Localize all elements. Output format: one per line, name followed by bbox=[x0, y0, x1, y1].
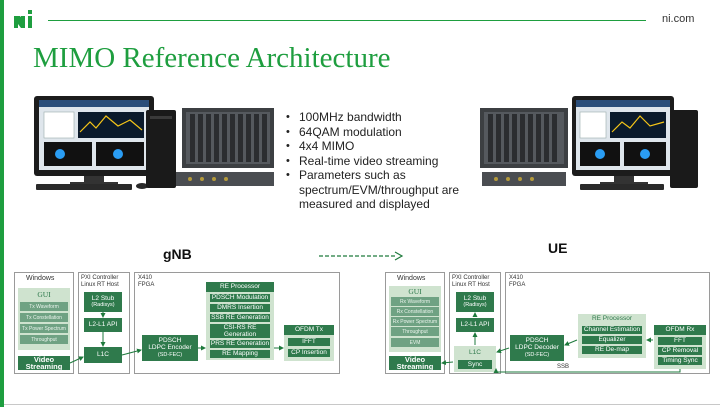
ue-gui-item[interactable]: Rx Power Spectrum bbox=[391, 317, 439, 326]
ue-re-item[interactable]: Equalizer bbox=[582, 336, 642, 344]
gnb-ofdm-title: OFDM Tx bbox=[284, 325, 334, 335]
gnb-hardware-photo bbox=[34, 96, 274, 190]
gnb-ofdm-item[interactable]: IFFT bbox=[288, 338, 330, 346]
gnb-ldpc-encoder[interactable]: PDSCH LDPC Encoder (SD-FEC) bbox=[142, 335, 198, 361]
feature-item: 4x4 MIMO bbox=[285, 139, 465, 154]
ue-gui-item[interactable]: EVM bbox=[391, 338, 439, 347]
ue-hardware-photo bbox=[480, 96, 698, 190]
gnb-gui-title: GUI bbox=[37, 290, 51, 300]
ue-gui-title: GUI bbox=[408, 286, 422, 296]
ue-windows-title: Windows bbox=[397, 275, 426, 282]
ue-l1c[interactable]: L1C bbox=[469, 349, 481, 357]
ue-ssb-label: SSB bbox=[557, 364, 570, 370]
gnb-gui-item[interactable]: Tx Power Spectrum bbox=[20, 324, 68, 333]
footer-line bbox=[4, 404, 720, 405]
gnb-pxi-subtitle: Linux RT Host bbox=[81, 282, 119, 288]
gnb-l2-label: L2 Stub bbox=[91, 294, 115, 302]
ue-pxi-subtitle: Linux RT Host bbox=[452, 282, 490, 288]
ue-ofdm-item[interactable]: Timing Sync bbox=[658, 357, 702, 365]
ue-ldpc-decoder[interactable]: PDSCH LDPC Decoder (SD-FEC) bbox=[510, 335, 564, 361]
ue-re-title: RE Processor bbox=[591, 315, 633, 323]
gnb-l1c[interactable]: L1C bbox=[84, 347, 122, 363]
ue-label: UE bbox=[548, 240, 568, 256]
gnb-re-item[interactable]: PDSCH Modulation bbox=[210, 294, 270, 302]
gnb-encoder-line2: LDPC Encoder bbox=[148, 344, 192, 352]
gnb-re-item[interactable]: RE Mapping bbox=[210, 350, 270, 358]
ue-decoder-line3: (SD-FEC) bbox=[524, 351, 550, 358]
gnb-gui-item[interactable]: Throughput bbox=[20, 335, 68, 344]
gnb-video-streaming[interactable]: Video Streaming bbox=[18, 355, 70, 370]
ue-l2-l1-api[interactable]: L2-L1 API bbox=[456, 318, 494, 332]
ue-l2-sub: (Radisys) bbox=[463, 302, 487, 308]
feature-item: Real-time video streaming bbox=[285, 154, 465, 169]
ue-re-item[interactable]: RE De-map bbox=[582, 346, 642, 354]
ue-ofdm-title: OFDM Rx bbox=[654, 325, 706, 335]
gnb-pxi-title: PXI Controller bbox=[81, 275, 119, 281]
gnb-gui-item[interactable]: Tx Waveform bbox=[20, 302, 68, 311]
gnb-re-item[interactable]: SSB RE Generation bbox=[210, 314, 270, 322]
gnb-ofdm-item[interactable]: CP Insertion bbox=[288, 349, 330, 357]
gnb-l2-stub[interactable]: L2 Stub (Radisys) bbox=[84, 292, 122, 312]
header-rule bbox=[48, 20, 646, 21]
ni-logo-icon bbox=[14, 10, 32, 28]
ue-decoder-line1: PDSCH bbox=[525, 336, 549, 344]
gnb-fpga-title: X410 bbox=[138, 275, 153, 281]
site-url: ni.com bbox=[662, 13, 695, 25]
feature-list: 100MHz bandwidth 64QAM modulation 4x4 MI… bbox=[285, 110, 465, 212]
gnb-windows-title: Windows bbox=[26, 275, 55, 282]
gnb-label: gNB bbox=[163, 246, 192, 262]
ue-fpga-subtitle: FPGA bbox=[509, 282, 526, 288]
accent-bar bbox=[0, 0, 4, 407]
feature-item: Parameters such as spectrum/EVM/throughp… bbox=[285, 168, 465, 212]
gnb-re-title: RE Processor bbox=[206, 282, 274, 292]
ue-decoder-line2: LDPC Decoder bbox=[515, 344, 559, 352]
ue-ofdm-item[interactable]: CP Removal bbox=[658, 347, 702, 355]
gnb-encoder-line3: (SD-FEC) bbox=[157, 351, 183, 358]
gnb-l2-l1-api[interactable]: L2-L1 API bbox=[84, 318, 122, 332]
ue-ofdm-item[interactable]: FFT bbox=[658, 337, 702, 345]
ue-gui-item[interactable]: Rx Constellation bbox=[391, 307, 439, 316]
gnb-l2-sub: (Radisys) bbox=[91, 302, 115, 308]
feature-item: 100MHz bandwidth bbox=[285, 110, 465, 125]
ue-gui-item[interactable]: Rx Waveform bbox=[391, 297, 439, 306]
ue-l2-label: L2 Stub bbox=[463, 294, 487, 302]
feature-item: 64QAM modulation bbox=[285, 125, 465, 140]
ue-fpga-title: X410 bbox=[509, 275, 524, 281]
gnb-encoder-line1: PDSCH bbox=[158, 336, 182, 344]
ue-l2-stub[interactable]: L2 Stub (Radisys) bbox=[456, 292, 494, 312]
ue-re-item[interactable]: Channel Estimation bbox=[582, 326, 642, 334]
gnb-re-item[interactable]: DMRS Insertion bbox=[210, 304, 270, 312]
gnb-fpga-subtitle: FPGA bbox=[138, 282, 155, 288]
ue-gui-item[interactable]: Throughput bbox=[391, 327, 439, 336]
ue-sync[interactable]: Sync bbox=[458, 360, 492, 369]
dashed-arrow-icon bbox=[319, 251, 404, 261]
ue-pxi-title: PXI Controller bbox=[452, 275, 490, 281]
ue-video-streaming[interactable]: Video Streaming bbox=[389, 355, 441, 370]
page-title: MIMO Reference Architecture bbox=[33, 42, 391, 74]
gnb-re-item[interactable]: CSI-RS RE Generation bbox=[210, 324, 270, 338]
gnb-gui-item[interactable]: Tx Constellation bbox=[20, 313, 68, 322]
gnb-re-item[interactable]: PRS RE Generation bbox=[210, 340, 270, 348]
